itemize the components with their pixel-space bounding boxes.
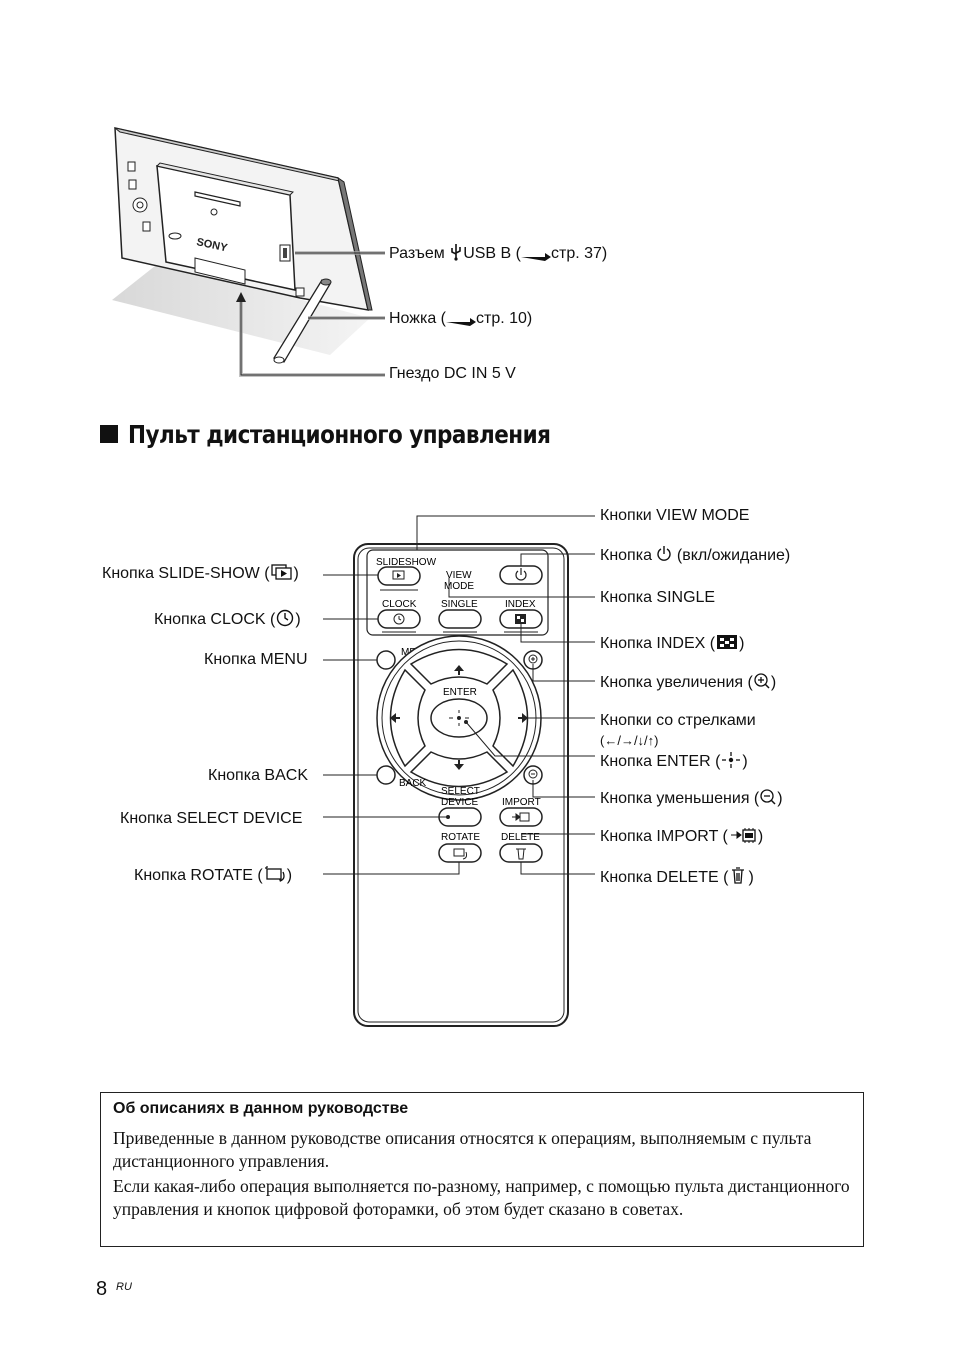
device-key-label: DEVICE: [441, 797, 479, 808]
note-title: Об описаниях в данном руководстве: [113, 1100, 409, 1117]
zoom-out-label: Кнопка уменьшения (): [600, 789, 783, 807]
stand-label: Ножка (стр. 10): [389, 310, 533, 327]
zoom-out-icon: [760, 789, 776, 805]
zoom-in-label: Кнопка увеличения (): [600, 673, 777, 691]
frame-callout-lines: [236, 251, 385, 377]
menu-key[interactable]: [376, 650, 396, 670]
single-key-label: SINGLE: [441, 599, 478, 610]
zoom-in-icon: [754, 673, 770, 689]
section-title: Пульт дистанционного управления: [128, 419, 551, 449]
rotate-icon: [264, 866, 285, 882]
section-square-icon: [100, 425, 118, 443]
enter-label: Кнопка ENTER (): [600, 752, 748, 770]
back-key-label: BACK: [399, 778, 427, 789]
remote-control-illustration: SLIDESHOW VIEW MODE CLOCK SINGLE INDEX M…: [323, 515, 595, 1027]
back-key[interactable]: [376, 765, 396, 785]
single-key[interactable]: [438, 609, 482, 629]
mode-key-label: MODE: [444, 581, 474, 592]
view-mode-label: Кнопки VIEW MODE: [600, 507, 750, 524]
index-icon: [717, 635, 738, 649]
slideshow-icon: [270, 564, 292, 580]
clock-key-label: CLOCK: [382, 599, 417, 610]
slideshow-label: Кнопка SLIDE-SHOW (): [102, 564, 299, 582]
usb-icon: [451, 244, 461, 261]
page-ref-arrow-icon: [520, 253, 551, 261]
page-number: 8: [96, 1278, 108, 1300]
dc-in-label: Гнездо DC IN 5 V: [389, 365, 516, 382]
import-label: Кнопка IMPORT (): [600, 828, 764, 845]
slideshow-key-label: SLIDESHOW: [376, 557, 437, 568]
rotate-label: Кнопка ROTATE (): [134, 866, 293, 884]
note-paragraph-2: Если какая-либо операция выполняется по-…: [113, 1176, 850, 1219]
select-device-label: Кнопка SELECT DEVICE: [120, 810, 303, 827]
usb-port-label: Разъем USB B (стр. 37): [389, 244, 608, 262]
back-label: Кнопка BACK: [208, 767, 308, 784]
page-ref-arrow-icon: [446, 318, 476, 326]
arrows-label: Кнопки со стрелками: [600, 712, 756, 729]
clock-label: Кнопка CLOCK (): [154, 609, 301, 628]
trash-icon: [732, 867, 745, 884]
clock-icon: [277, 609, 294, 627]
index-label: Кнопка INDEX (): [600, 635, 745, 652]
view-key-label: VIEW: [446, 570, 472, 581]
rotate-key[interactable]: [438, 843, 482, 863]
note-box: Об описаниях в данном руководстве Привед…: [100, 1092, 864, 1247]
single-label: Кнопка SINGLE: [600, 589, 716, 606]
page-language: RU: [116, 1281, 132, 1293]
power-label: Кнопка (вкл/ожидание): [600, 546, 791, 564]
delete-key-label: DELETE: [501, 832, 540, 843]
select-key-label: SELECT: [441, 786, 480, 797]
menu-label: Кнопка MENU: [204, 651, 308, 668]
index-key-label: INDEX: [505, 599, 536, 610]
section-heading: Пульт дистанционного управления: [100, 416, 619, 452]
delete-label: Кнопка DELETE (): [600, 865, 754, 888]
enter-key-label: ENTER: [443, 687, 477, 698]
photo-frame-illustration: SONY: [112, 127, 373, 364]
power-icon: [657, 546, 672, 561]
note-paragraph-1: Приведенные в данном руководстве описани…: [113, 1128, 812, 1171]
arrows-glyphs: (←/→/↓/↑): [600, 733, 659, 748]
import-key[interactable]: [499, 807, 543, 827]
import-icon: [730, 828, 756, 843]
import-key-label: IMPORT: [502, 797, 541, 808]
rotate-key-label: ROTATE: [441, 832, 480, 843]
enter-icon: [722, 752, 741, 768]
